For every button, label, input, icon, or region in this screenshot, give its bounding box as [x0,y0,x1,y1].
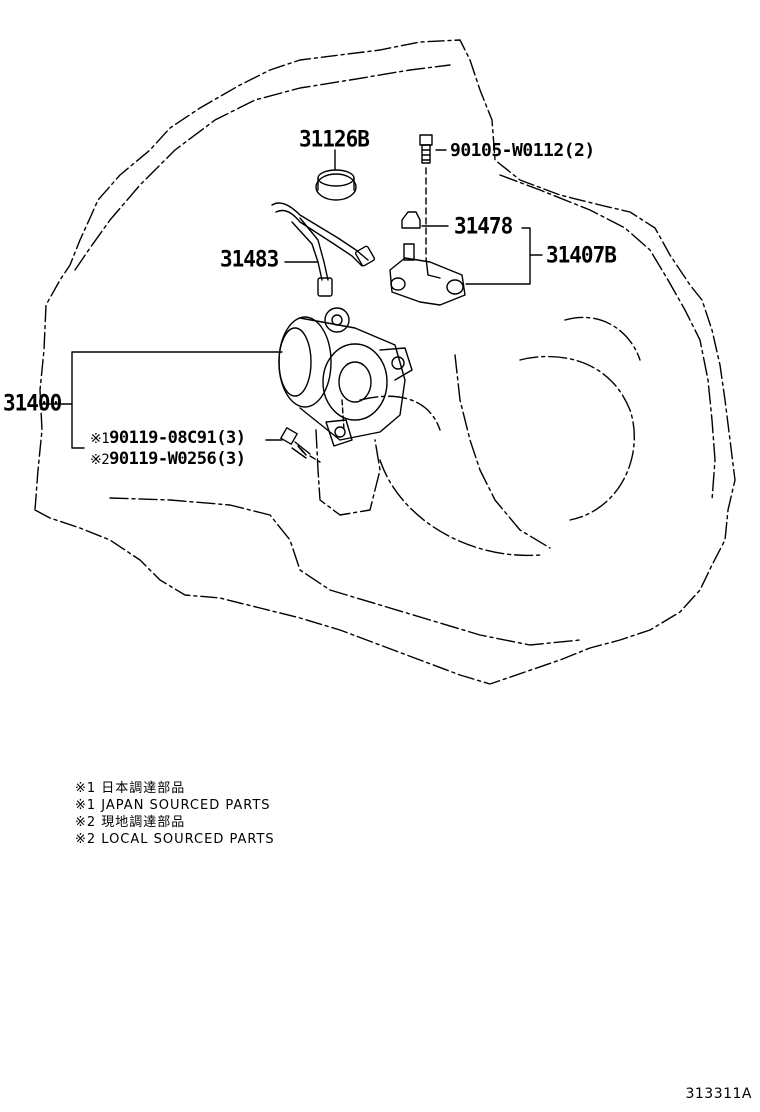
part-label-90105-W0112[interactable]: 90105-W0112(2) [450,140,595,161]
bolt-90105-drawing [419,134,433,164]
bracket-31400 [41,351,283,449]
bolt-90119-axis [309,455,321,463]
housing-inner-contour [109,497,581,646]
housing-inner-contour [564,316,641,361]
transmission-housing-outline [34,39,736,685]
note-line: ※1 日本調達部品 [75,781,186,796]
part-label-31400[interactable]: 31400 [3,390,62,416]
note-line: ※2 現地調達部品 [75,815,186,830]
part-label-90119-08C91-row: ※190119-08C91(3) [90,428,246,448]
housing-inner-contour [315,429,381,516]
grommet-31126B-drawing [315,169,357,201]
part-label-90119-08C91[interactable]: 90119-08C91(3) [109,428,246,448]
note-mark-1: ※1 [90,431,110,447]
bolt-90119-drawing [280,427,311,459]
housing-inner-contour [379,459,541,557]
housing-inner-contour [359,395,441,431]
figure-number: 313311A [685,1086,752,1102]
housing-inner-contour [74,64,451,271]
sourcing-notes: ※1 日本調達部品 ※1 JAPAN SOURCED PARTS ※2 現地調達… [75,780,275,848]
housing-inner-contour [519,355,635,521]
part-label-31478[interactable]: 31478 [454,213,513,239]
bracket-31478-31407B [465,227,543,285]
part-label-90119-W0256-row: ※290119-W0256(3) [90,449,246,469]
clutch-tube-31483-drawing [271,202,376,297]
note-mark-2: ※2 [90,452,110,468]
part-label-31126B[interactable]: 31126B [299,126,370,152]
note-line: ※1 JAPAN SOURCED PARTS [75,798,271,813]
housing-inner-contour [499,174,716,501]
bleeder-cap-31478-drawing [401,211,421,229]
union-31407B-drawing [389,243,466,306]
part-label-31483[interactable]: 31483 [220,246,279,272]
housing-inner-contour [454,354,551,549]
note-line: ※2 LOCAL SOURCED PARTS [75,832,275,847]
release-cylinder-31400-drawing [278,307,413,447]
part-label-31407B[interactable]: 31407B [546,242,617,268]
part-label-90119-W0256[interactable]: 90119-W0256(3) [109,449,246,469]
